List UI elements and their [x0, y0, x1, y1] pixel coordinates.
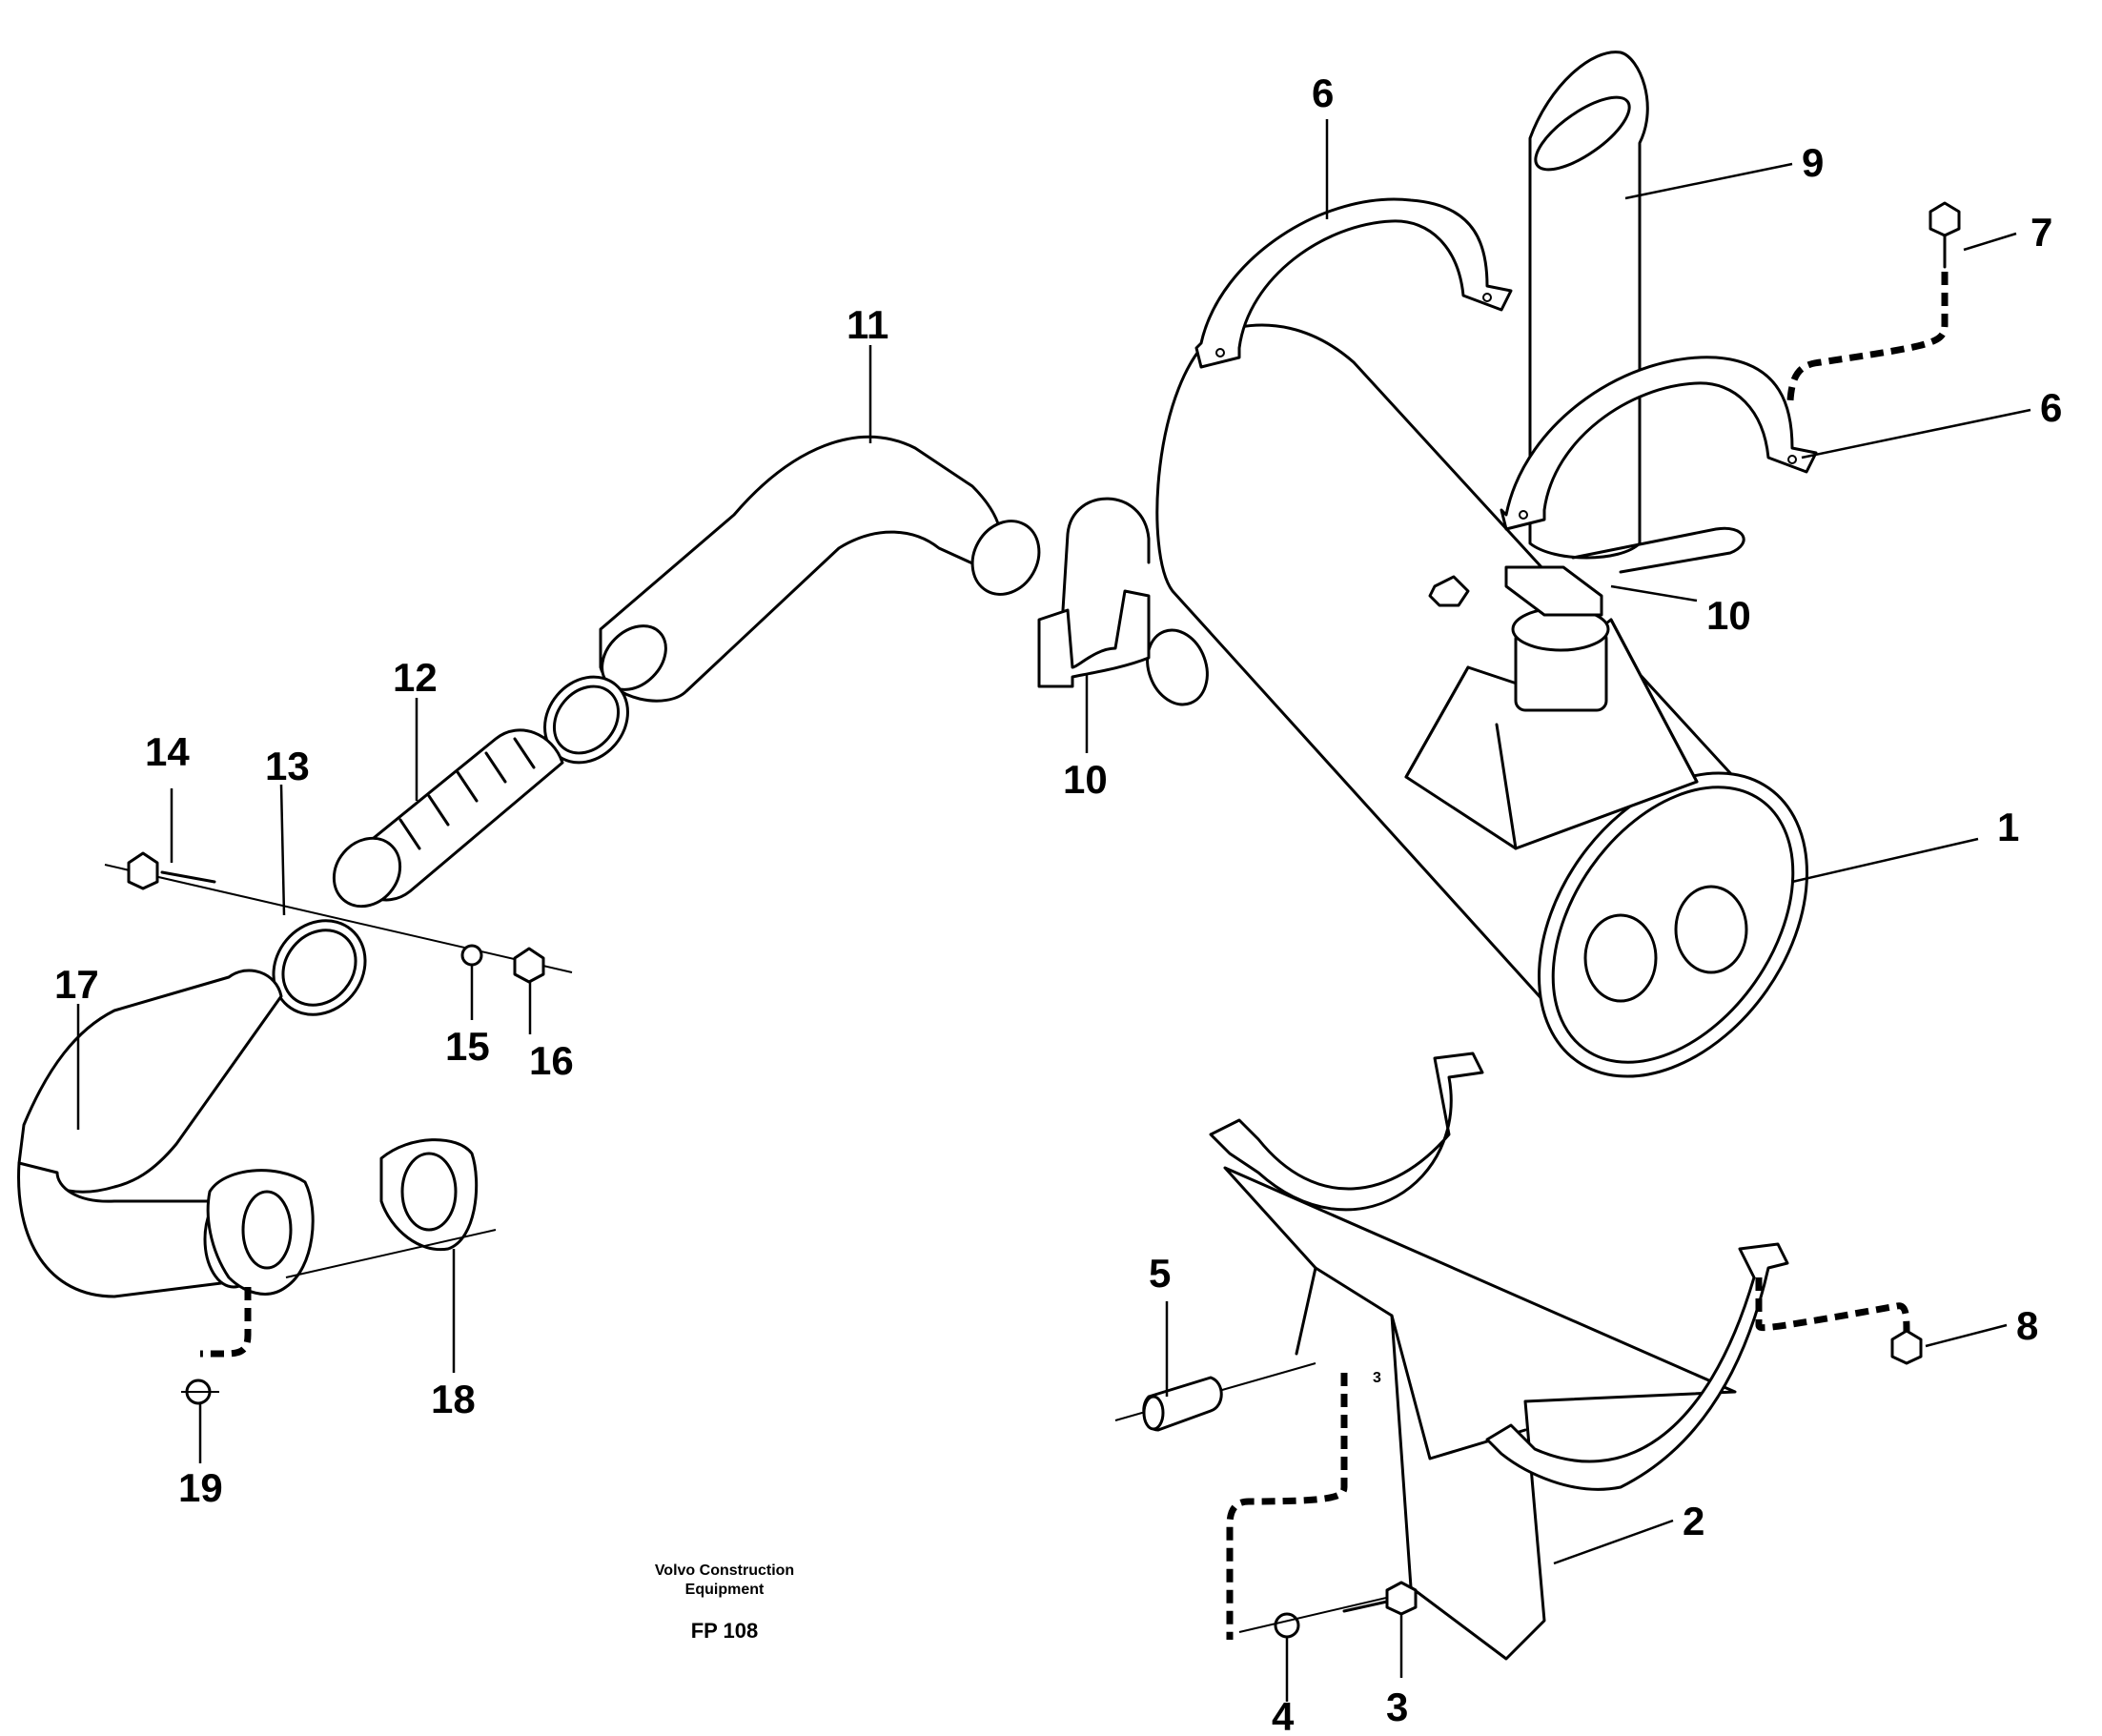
figure-code: FP 108 [691, 1619, 759, 1643]
nut-16 [513, 947, 545, 984]
spacer-5 [1114, 1362, 1316, 1432]
bracket-mark: 3 [1373, 1370, 1381, 1386]
callout-8: 8 [2016, 1303, 2038, 1348]
callout-9: 9 [1802, 140, 1824, 185]
callout-10-right: 10 [1706, 593, 1751, 638]
callout-7: 7 [2031, 210, 2052, 255]
bent-pipe [599, 435, 1041, 703]
callout-labels: 1 2 3 4 5 6 6 7 8 9 10 10 11 12 13 14 15… [54, 71, 2062, 1736]
caption-company-line2: Equipment [685, 1582, 765, 1598]
bolt-14 [104, 851, 573, 973]
hose-clamp-13 [272, 919, 367, 1016]
callout-4: 4 [1272, 1694, 1295, 1736]
callout-12: 12 [393, 655, 438, 700]
nut-8 [1890, 1329, 1923, 1365]
callout-14: 14 [145, 729, 190, 774]
callout-5: 5 [1149, 1251, 1171, 1296]
callout-2: 2 [1683, 1499, 1704, 1543]
callout-6-upper: 6 [1312, 71, 1334, 115]
callout-17: 17 [54, 962, 99, 1007]
washer-4 [1274, 1612, 1300, 1639]
callout-10-left: 10 [1063, 757, 1108, 802]
muffler [1146, 323, 1808, 1078]
bolt-3 [1238, 1581, 1418, 1633]
washer-15 [460, 944, 483, 967]
caption-company-line1: Volvo Construction [655, 1562, 794, 1579]
callout-11: 11 [847, 302, 888, 347]
callout-3: 3 [1386, 1685, 1408, 1729]
leader-lines [76, 119, 2031, 1702]
callout-1: 1 [1997, 805, 2019, 849]
clamp-upper [1194, 197, 1513, 369]
clamp-lower-top [1500, 356, 1818, 531]
callout-15: 15 [445, 1024, 490, 1069]
callout-19: 19 [178, 1465, 223, 1510]
flexible-hose [332, 728, 564, 909]
bolt-7 [1786, 201, 1961, 401]
gasket-18 [379, 1138, 479, 1252]
callout-13: 13 [265, 744, 310, 788]
mounting-bracket [1209, 1052, 1789, 1661]
callout-18: 18 [431, 1377, 476, 1421]
u-bolt-left [1037, 497, 1151, 688]
callout-6-lower: 6 [2040, 385, 2062, 430]
diagram-caption: Volvo Construction Equipment FP 108 [655, 1562, 794, 1643]
pipe-flange [206, 1169, 315, 1296]
u-bolt-right [1428, 526, 1745, 617]
callout-16: 16 [529, 1038, 574, 1083]
